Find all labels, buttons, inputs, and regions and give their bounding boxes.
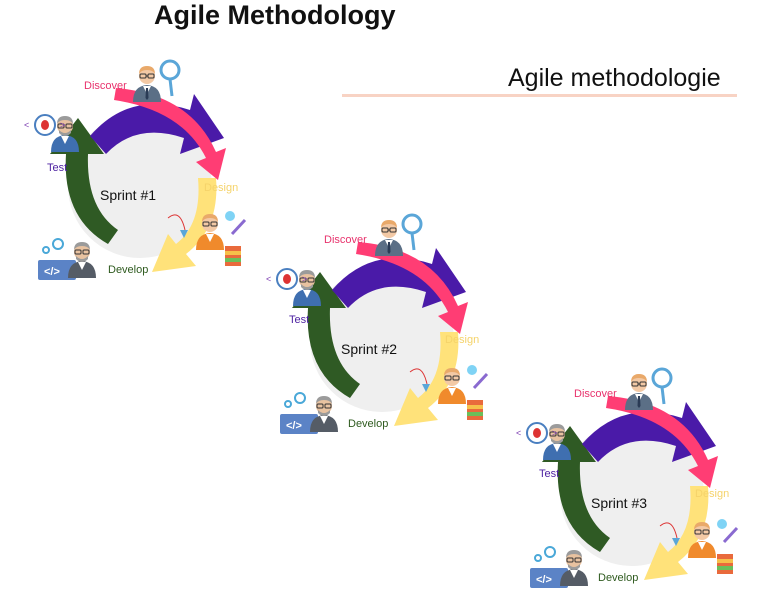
sprint-cycle-3: < > </> Discover Design Develop Test Spr… (512, 366, 752, 606)
phase-label-design: Design (445, 334, 480, 346)
designer-person-icon (167, 211, 247, 266)
phase-label-develop: Develop (598, 572, 639, 584)
phase-label-design: Design (695, 488, 730, 500)
svg-text:</>: </> (44, 266, 60, 278)
phase-label-design: Design (204, 182, 239, 194)
developer-person-icon: </> (38, 238, 97, 280)
tester-person-icon: < > (24, 114, 80, 153)
phase-label-test: Test (539, 468, 560, 480)
subtitle-underline (342, 94, 737, 97)
sprint-name: Sprint #1 (100, 187, 157, 203)
sprint-cycle-graphic: < > </> (24, 59, 247, 280)
magnifier-person-icon (374, 213, 423, 257)
sprint-name: Sprint #3 (591, 495, 648, 511)
phase-label-discover: Discover (84, 80, 127, 92)
designer-person-icon (659, 519, 739, 574)
developer-person-icon: </> (530, 546, 589, 588)
sprint-cycle-1: < > </> Discover Design Develop Test Spr… (20, 58, 260, 298)
sprint-name: Sprint #2 (341, 341, 398, 357)
developer-person-icon: </> (280, 392, 339, 434)
phase-label-test: Test (289, 314, 310, 326)
page-title: Agile Methodology (154, 0, 396, 30)
phase-label-test: Test (47, 162, 68, 174)
phase-label-develop: Develop (348, 418, 389, 430)
svg-text:</>: </> (536, 574, 552, 586)
phase-label-discover: Discover (324, 234, 367, 246)
page-subtitle: Agile methodologie (508, 64, 721, 92)
svg-text:<: < (266, 274, 271, 284)
magnifier-person-icon (624, 367, 673, 411)
sprint-cycle-graphic: < > </> (266, 213, 489, 434)
svg-text:>: > (60, 120, 65, 130)
phase-label-develop: Develop (108, 264, 149, 276)
phase-label-discover: Discover (574, 388, 617, 400)
sprint-cycle-graphic: < > </> (516, 367, 739, 588)
svg-text:>: > (552, 428, 557, 438)
svg-text:<: < (24, 120, 29, 130)
magnifier-person-icon (132, 59, 181, 103)
svg-text:</>: </> (286, 420, 302, 432)
tester-person-icon: < > (266, 268, 322, 307)
designer-person-icon (409, 365, 489, 420)
svg-text:>: > (302, 274, 307, 284)
tester-person-icon: < > (516, 422, 572, 461)
sprint-cycle-2: < > </> Discover Design Develop Test Spr… (262, 212, 502, 452)
svg-text:<: < (516, 428, 521, 438)
